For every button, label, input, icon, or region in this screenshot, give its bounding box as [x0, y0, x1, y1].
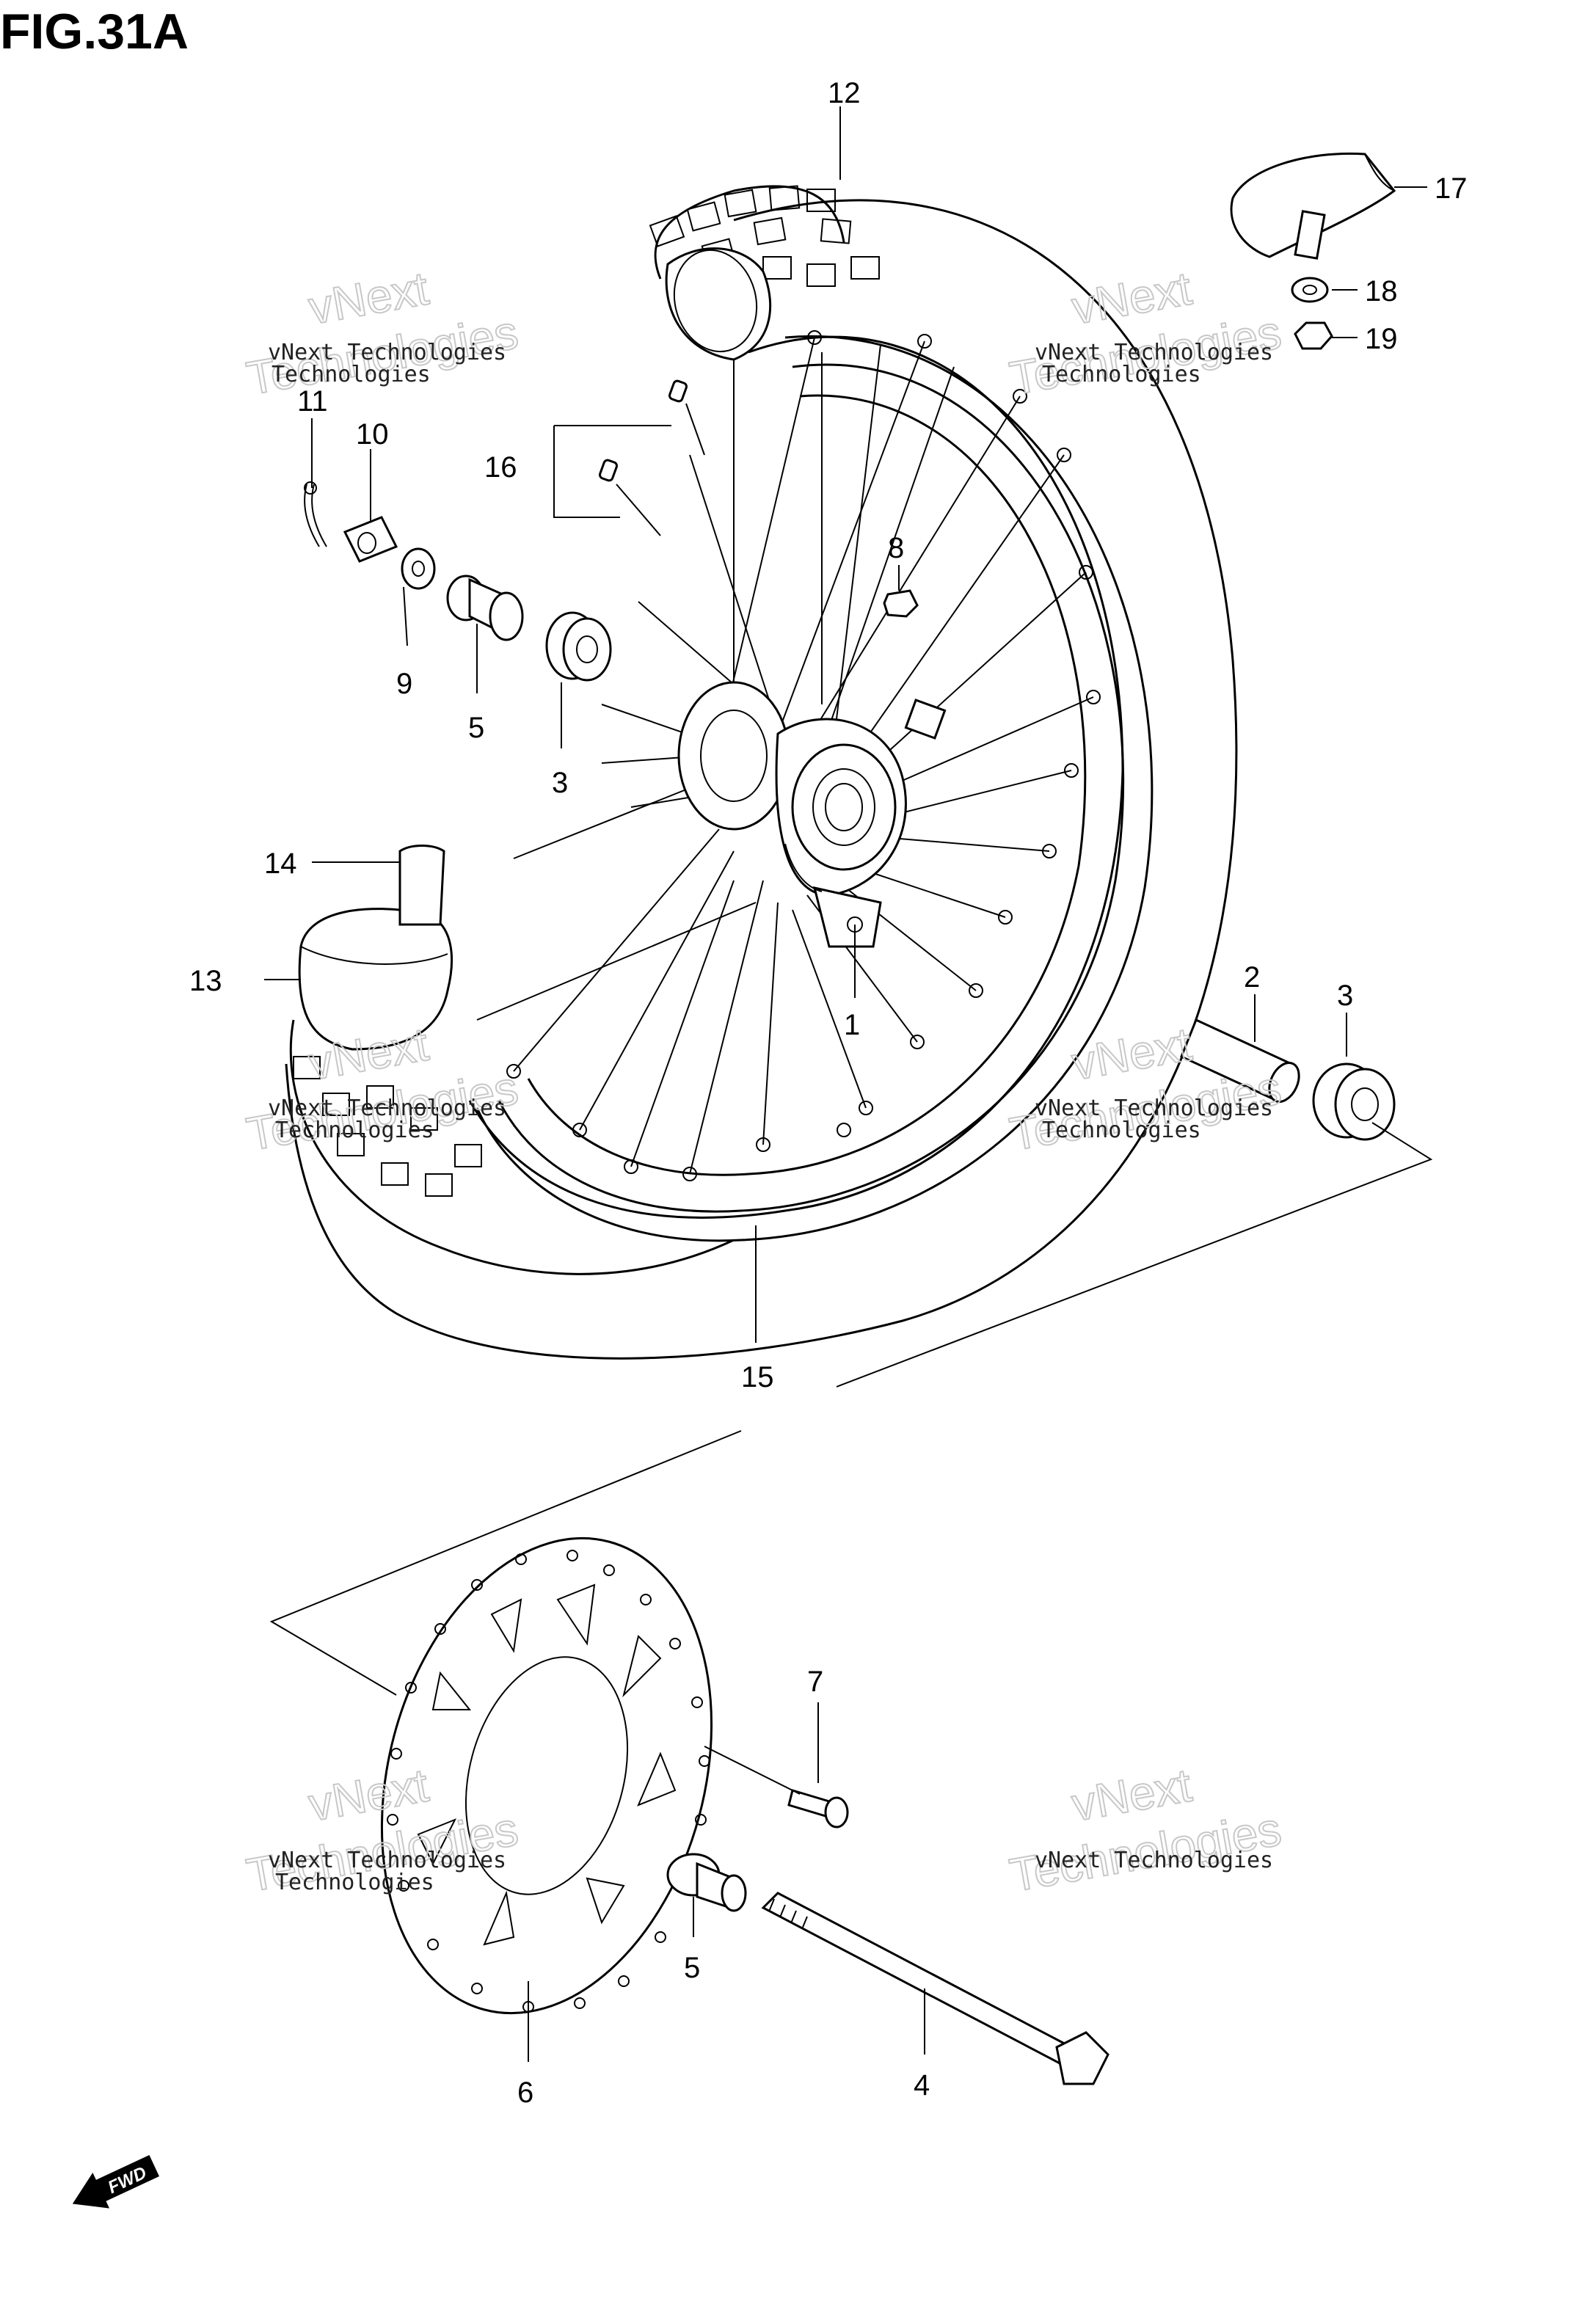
svg-text:Technologies: Technologies — [275, 1870, 434, 1895]
callout-6: 6 — [517, 2077, 533, 2109]
spacer-collar — [1180, 1018, 1300, 1103]
axle — [761, 1892, 1109, 2085]
svg-text:Technologies: Technologies — [272, 362, 431, 387]
castle-nut — [343, 516, 398, 563]
washer — [401, 547, 436, 590]
callout-5-lower: 5 — [684, 1952, 700, 1984]
disc-bolt — [787, 1789, 849, 1829]
callout-9: 9 — [396, 668, 412, 700]
svg-text:vNext Technologies: vNext Technologies — [268, 340, 506, 365]
svg-text:vNext Technologies: vNext Technologies — [1035, 340, 1273, 365]
callout-19: 19 — [1365, 323, 1398, 355]
callout-1: 1 — [844, 1009, 860, 1041]
spoke-nipples — [599, 379, 705, 536]
tube — [289, 908, 735, 1275]
callout-8: 8 — [888, 532, 904, 564]
rim-lock — [1230, 152, 1396, 260]
callout-14: 14 — [264, 847, 297, 880]
callout-16: 16 — [484, 451, 517, 484]
spokes — [476, 337, 1094, 1175]
callout-12: 12 — [828, 77, 861, 109]
svg-text:vNext Technologies: vNext Technologies — [268, 1095, 506, 1121]
callout-3-right: 3 — [1337, 980, 1353, 1012]
svg-text:vNext Technologies: vNext Technologies — [1035, 1848, 1273, 1873]
callout-15: 15 — [741, 1361, 774, 1393]
explode-lines — [269, 1122, 1433, 1795]
callout-7: 7 — [807, 1666, 823, 1698]
callout-18: 18 — [1365, 275, 1398, 307]
washer-18 — [1291, 277, 1329, 303]
watermarks: Technologies vNext vNext Technologies Te… — [242, 260, 1286, 1903]
hub — [677, 681, 947, 948]
callout-17: 17 — [1435, 172, 1468, 205]
callout-13: 13 — [189, 965, 222, 997]
callout-labels: 12 17 18 19 11 10 16 8 9 5 3 14 13 1 2 3… — [189, 77, 1468, 2109]
rim-band — [398, 845, 445, 926]
callout-4: 4 — [914, 2069, 930, 2101]
svg-text:vNext Technologies: vNext Technologies — [1035, 1095, 1273, 1121]
collar-lower — [666, 1853, 747, 1912]
bearing-left — [545, 611, 612, 682]
nut-19 — [1294, 321, 1333, 350]
collar-left — [446, 575, 524, 641]
svg-text:vNext Technologies: vNext Technologies — [268, 1848, 506, 1873]
callout-2: 2 — [1244, 961, 1260, 994]
fwd-arrow-icon: FWD — [72, 2155, 159, 2209]
disc-holes — [387, 1550, 710, 2013]
callout-11: 11 — [297, 385, 328, 418]
bearing-right — [1312, 1062, 1396, 1141]
figure-title: FIG.31A — [0, 4, 189, 59]
cotter-pin — [304, 481, 327, 547]
rim — [475, 330, 1154, 1242]
callout-5-upper: 5 — [468, 712, 484, 744]
callout-10: 10 — [356, 418, 389, 451]
nut-8 — [883, 589, 919, 618]
callout-3-left: 3 — [552, 767, 568, 799]
svg-text:Technologies: Technologies — [1042, 362, 1201, 387]
leader-lines — [264, 106, 1427, 2062]
svg-text:Technologies: Technologies — [275, 1118, 434, 1143]
brake-disc — [380, 1536, 713, 2015]
svg-text:Technologies: Technologies — [1042, 1118, 1201, 1143]
